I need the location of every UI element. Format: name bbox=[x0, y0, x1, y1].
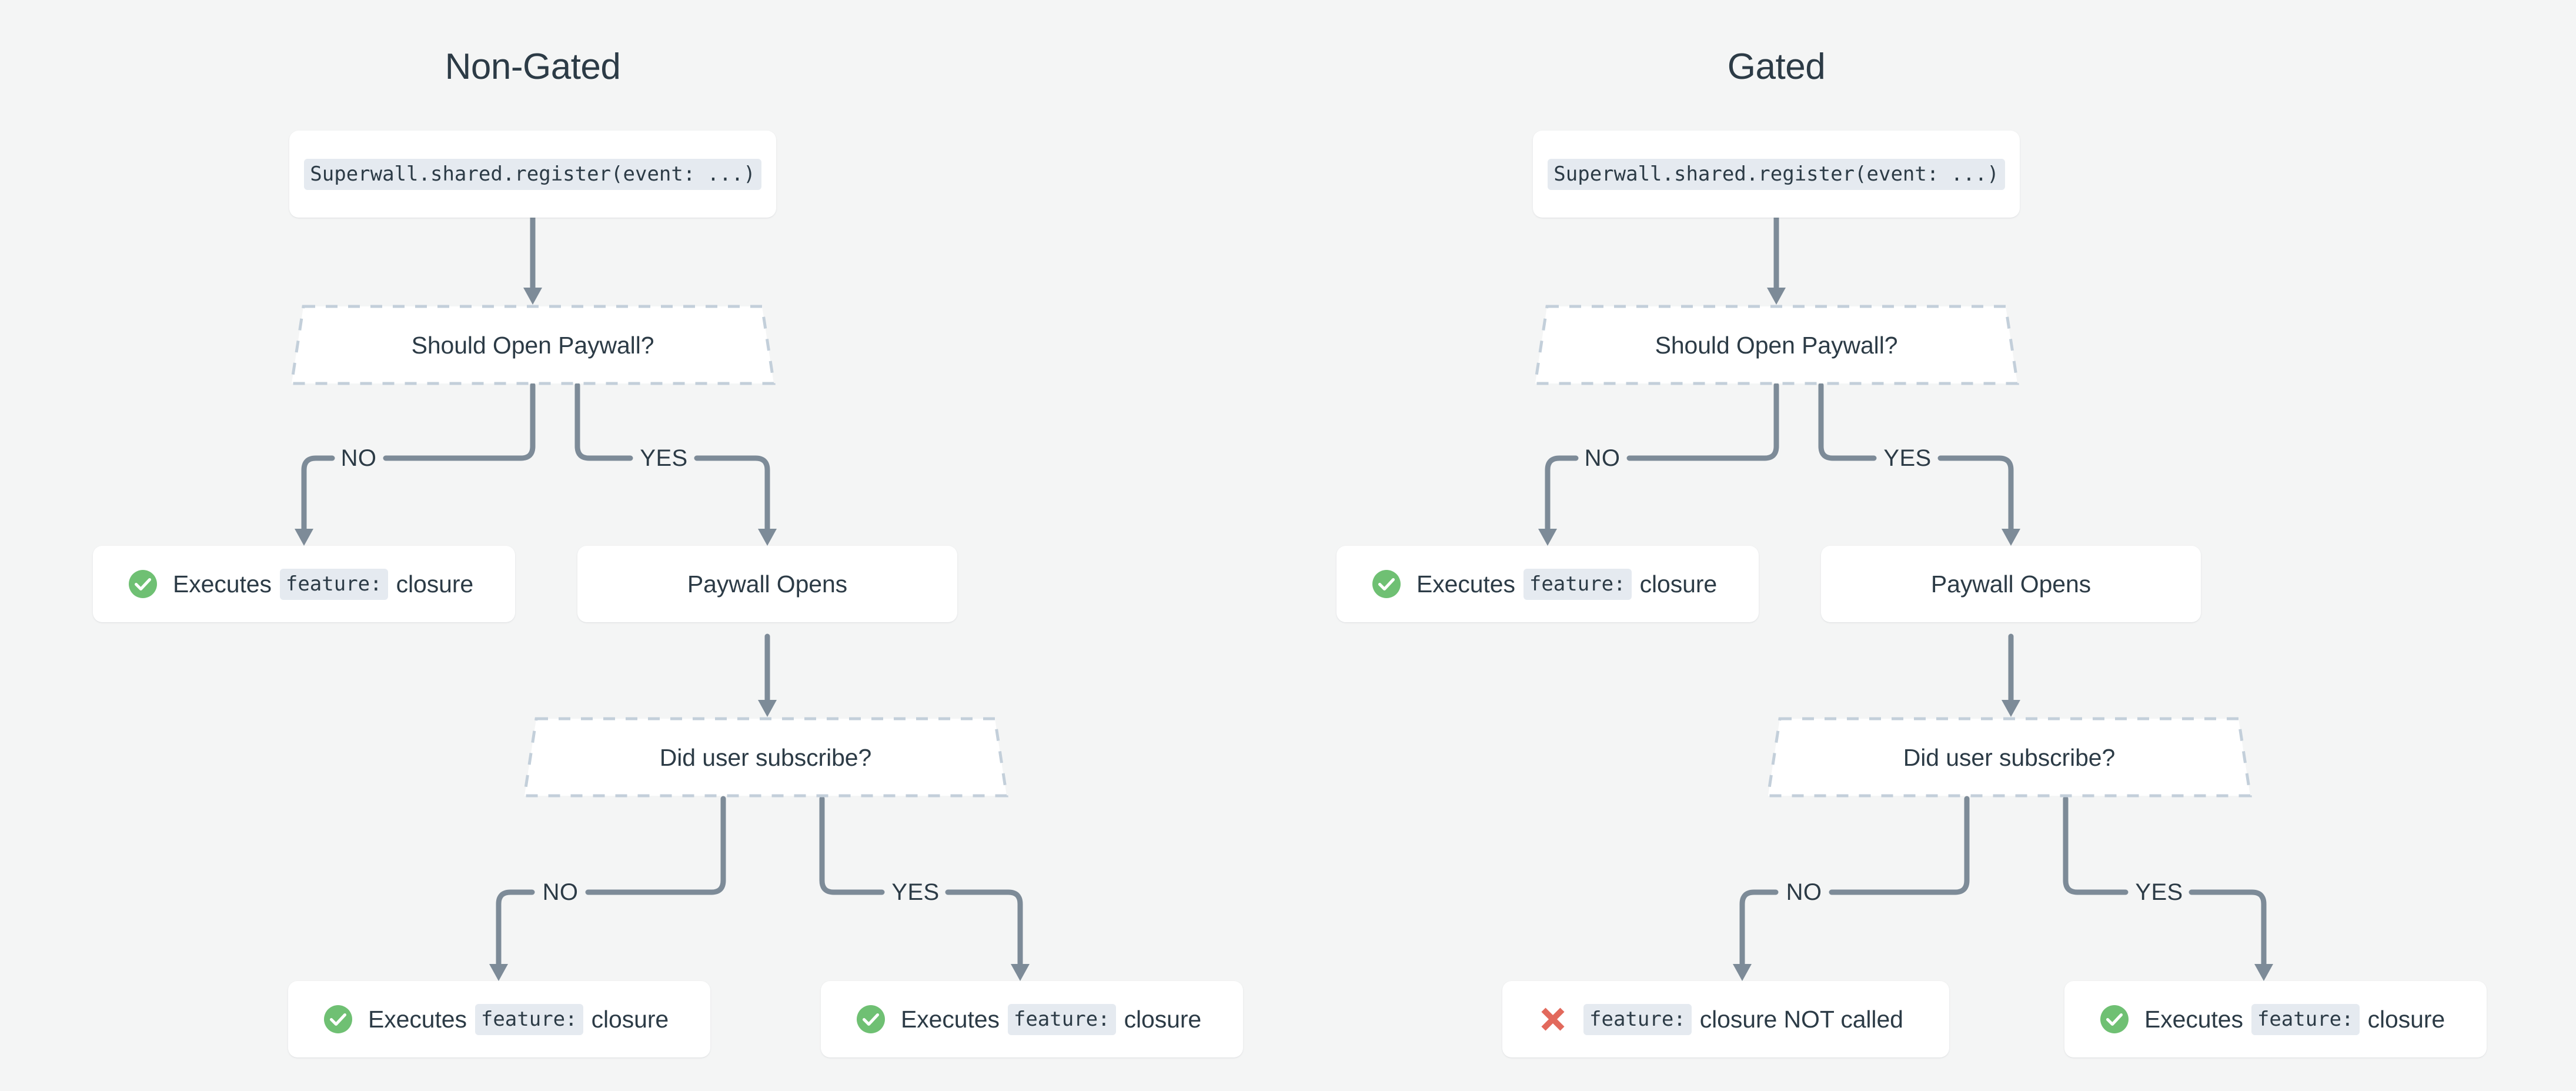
result-prefix: Executes bbox=[2144, 1005, 2243, 1033]
branch-label-yes-non-gated: YES bbox=[634, 446, 693, 470]
column-title-non-gated: Non-Gated bbox=[445, 46, 621, 87]
code-chip-feature: feature: bbox=[1523, 568, 1632, 600]
x-mark-icon bbox=[1538, 1004, 1568, 1035]
result-prefix: Executes bbox=[1416, 570, 1515, 598]
column-title-gated: Gated bbox=[1727, 46, 1826, 87]
check-circle-icon bbox=[2100, 1005, 2129, 1034]
code-chip-feature: feature: bbox=[1007, 1003, 1116, 1035]
branch2-label-no-gated: NO bbox=[1780, 880, 1827, 904]
code-chip-feature: feature: bbox=[2251, 1003, 2360, 1035]
node-result-subscribe-yes-non-gated[interactable]: Executes feature: closure bbox=[821, 981, 1243, 1057]
result-prefix: Executes bbox=[368, 1005, 467, 1033]
code-chip-feature: feature: bbox=[475, 1003, 583, 1035]
node-paywall-opens-gated[interactable]: Paywall Opens bbox=[1821, 546, 2201, 622]
branch2-label-yes-gated: YES bbox=[2130, 880, 2189, 904]
decision-label: Should Open Paywall? bbox=[1655, 332, 1898, 359]
result-prefix: Executes bbox=[901, 1005, 1000, 1033]
branch2-label-yes-non-gated: YES bbox=[886, 880, 945, 904]
decision-should-open-paywall-non-gated[interactable]: Should Open Paywall? bbox=[289, 305, 776, 385]
node-entry-non-gated[interactable]: Superwall.shared.register(event: ...) bbox=[289, 131, 776, 218]
decision-did-user-subscribe-non-gated[interactable]: Did user subscribe? bbox=[522, 717, 1009, 798]
branch-label-no-non-gated: NO bbox=[335, 446, 382, 470]
check-circle-icon bbox=[856, 1005, 886, 1034]
check-circle-icon bbox=[1372, 569, 1401, 599]
decision-should-open-paywall-gated[interactable]: Should Open Paywall? bbox=[1533, 305, 2020, 385]
node-entry-gated[interactable]: Superwall.shared.register(event: ...) bbox=[1533, 131, 2020, 218]
result-suffix: closure bbox=[396, 570, 474, 598]
node-label: Paywall Opens bbox=[687, 570, 848, 598]
node-result-executes-no-non-gated[interactable]: Executes feature: closure bbox=[93, 546, 515, 622]
check-circle-icon bbox=[323, 1005, 353, 1034]
branch2-label-no-non-gated: NO bbox=[537, 880, 584, 904]
check-circle-icon bbox=[128, 569, 158, 599]
result-suffix: closure bbox=[591, 1005, 669, 1033]
node-result-subscribe-no-non-gated[interactable]: Executes feature: closure bbox=[288, 981, 710, 1057]
decision-did-user-subscribe-gated[interactable]: Did user subscribe? bbox=[1766, 717, 2253, 798]
node-label: Paywall Opens bbox=[1930, 570, 2091, 598]
result-suffix: closure bbox=[1639, 570, 1718, 598]
code-chip-register: Superwall.shared.register(event: ...) bbox=[304, 158, 761, 190]
code-chip-feature: feature: bbox=[1583, 1003, 1692, 1035]
branch-label-no-gated: NO bbox=[1579, 446, 1626, 470]
result-prefix: Executes bbox=[173, 570, 272, 598]
decision-label: Did user subscribe? bbox=[659, 744, 872, 771]
node-result-subscribe-yes-gated[interactable]: Executes feature: closure bbox=[2064, 981, 2487, 1057]
code-chip-register: Superwall.shared.register(event: ...) bbox=[1548, 158, 2005, 190]
result-suffix: closure bbox=[2367, 1005, 2445, 1033]
result-suffix: closure NOT called bbox=[1699, 1005, 1903, 1033]
decision-label: Did user subscribe? bbox=[1903, 744, 2116, 771]
node-result-subscribe-no-gated[interactable]: feature: closure NOT called bbox=[1502, 981, 1949, 1057]
node-result-executes-no-gated[interactable]: Executes feature: closure bbox=[1337, 546, 1759, 622]
branch-label-yes-gated: YES bbox=[1878, 446, 1937, 470]
decision-label: Should Open Paywall? bbox=[411, 332, 654, 359]
code-chip-feature: feature: bbox=[279, 568, 388, 600]
result-suffix: closure bbox=[1124, 1005, 1202, 1033]
node-paywall-opens-non-gated[interactable]: Paywall Opens bbox=[577, 546, 957, 622]
